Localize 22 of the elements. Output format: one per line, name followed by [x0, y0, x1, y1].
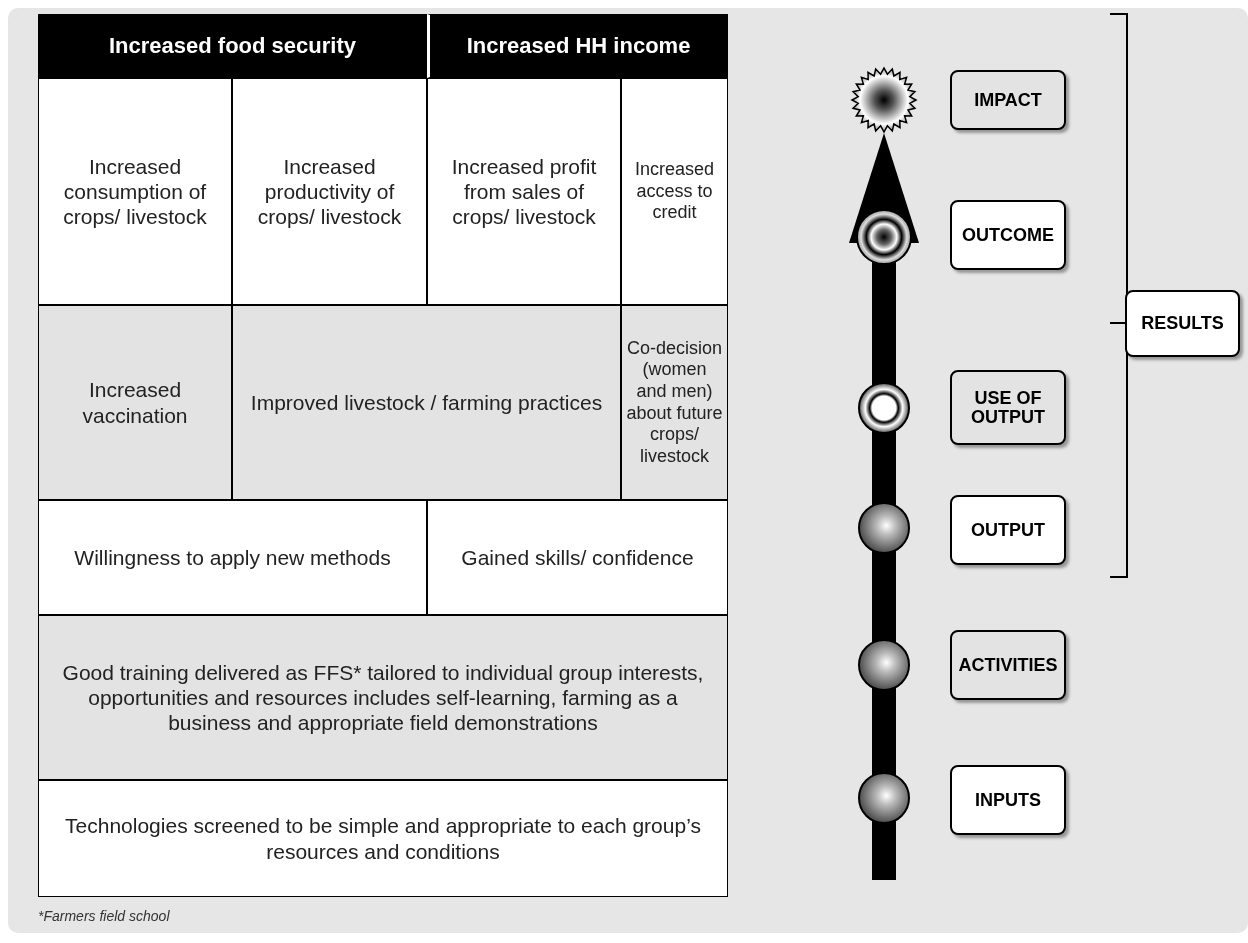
table-cell: Good training delivered as FFS* tailored to individual group interests, opportunities and resources includes self-learning, farming as a business and appropriate field demonstrations: [38, 615, 728, 780]
header-cell: Increased food security: [38, 14, 427, 78]
star-icon: [851, 67, 917, 133]
header-cell: Increased HH income: [427, 14, 728, 78]
table-cell: Technologies screened to be simple and appropriate to each group’s resources and conditions: [38, 780, 728, 897]
table-cell: Willingness to apply new methods: [38, 500, 427, 615]
level-label: INPUTS: [950, 765, 1066, 835]
footnote: *Farmers field school: [38, 908, 170, 924]
table-cell: Improved livestock / farming practices: [232, 305, 621, 500]
table-cell: Increased profit from sales of crops/ livestock: [427, 78, 621, 305]
level-label: RESULTS: [1125, 290, 1240, 357]
level-label: IMPACT: [950, 70, 1066, 130]
level-label: ACTIVITIES: [950, 630, 1066, 700]
level-label: USE OF OUTPUT: [950, 370, 1066, 445]
level-label: OUTPUT: [950, 495, 1066, 565]
table-cell: Increased consumption of crops/ livestock: [38, 78, 232, 305]
level-label: OUTCOME: [950, 200, 1066, 270]
table-cell: Gained skills/ confidence: [427, 500, 728, 615]
table-cell: Increased access to credit: [621, 78, 728, 305]
table-cell: Increased vaccination: [38, 305, 232, 500]
table-cell: Co-decision (women and men) about future crops/ livestock: [621, 305, 728, 500]
table-cell: Increased productivity of crops/ livestock: [232, 78, 427, 305]
